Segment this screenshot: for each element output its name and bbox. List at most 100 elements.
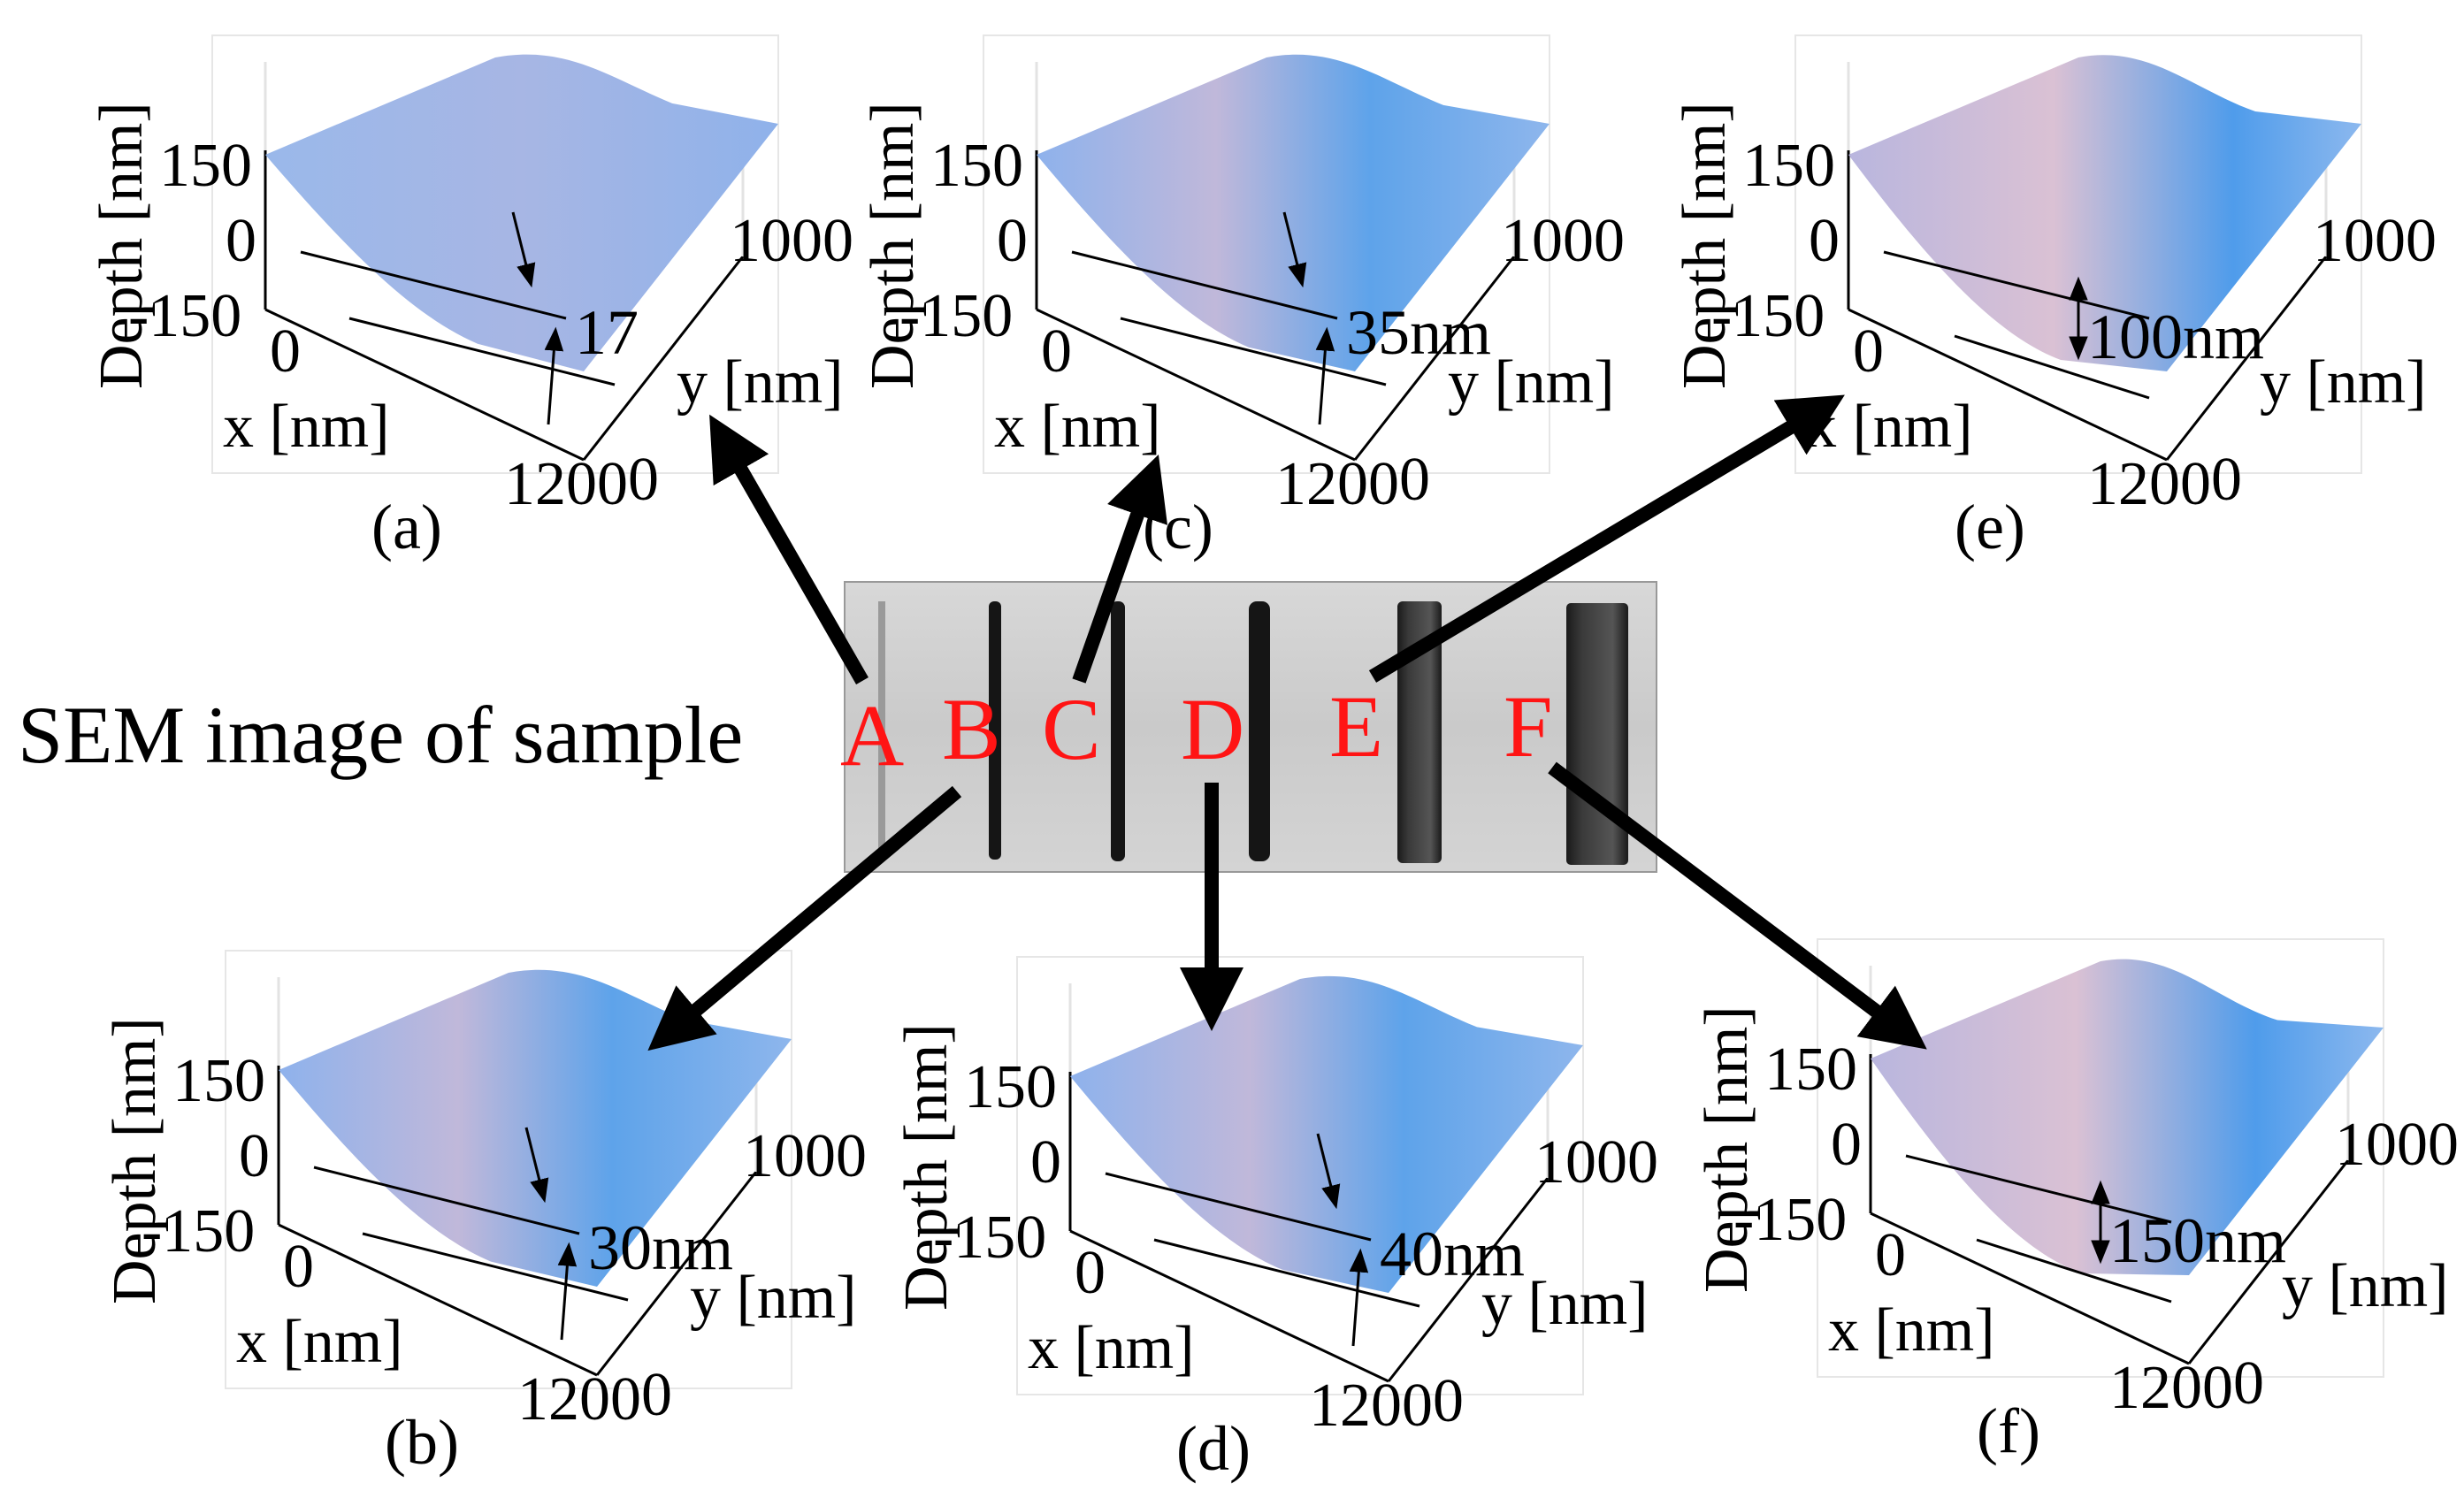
depth-marker <box>300 211 616 425</box>
surface-mesh <box>1037 54 1550 371</box>
sem-label-f: F <box>1504 677 1553 776</box>
panel-caption-f: (f) <box>1977 1395 2040 1466</box>
sem-image: SEM image of sample A B C D E F <box>18 581 1657 873</box>
z-tick-neg150: -150 <box>142 1197 255 1265</box>
z-tick-0: 0 <box>1831 1111 1862 1179</box>
depth-label: 40nm <box>1380 1219 1525 1289</box>
z-tick-0: 0 <box>1809 207 1840 275</box>
depth-marker <box>313 1127 629 1341</box>
panel-caption-d: (d) <box>1176 1413 1251 1484</box>
z-tick-0: 0 <box>226 207 256 275</box>
y-axis-label: y [nm] <box>690 1264 857 1332</box>
x-tick-1200: 1200 <box>1275 450 1399 518</box>
z-axis-label: Depth [nm] <box>892 1023 960 1311</box>
z-tick-neg150: -150 <box>1733 1186 1847 1254</box>
depth-label: 30nm <box>588 1212 733 1283</box>
x-tick-0: 0 <box>270 317 301 386</box>
depth-label: 150nm <box>2109 1205 2286 1276</box>
z-tick-150: 150 <box>1764 1036 1857 1104</box>
x-tick-1200: 1200 <box>517 1365 641 1433</box>
y-tick-1000: 1000 <box>1501 207 1625 275</box>
x-axis-label: x [nm] <box>1828 1296 1995 1365</box>
y-tick-0: 0 <box>2211 446 2242 514</box>
sem-caption: SEM image of sample <box>18 690 743 780</box>
sem-label-b: B <box>942 680 1001 778</box>
sem-label-e: E <box>1329 677 1383 776</box>
x-axis-label: x [nm] <box>1806 393 1973 461</box>
depth-marker <box>1905 1154 2172 1303</box>
surface-mesh <box>1070 975 1583 1293</box>
z-tick-150: 150 <box>159 132 252 200</box>
x-tick-1200: 1200 <box>2087 450 2211 518</box>
y-tick-1000: 1000 <box>2335 1111 2459 1179</box>
y-axis-label: y [nm] <box>2282 1252 2449 1320</box>
sem-slot-a <box>878 601 885 858</box>
z-tick-0: 0 <box>239 1122 270 1190</box>
z-axis-label: Depth [nm] <box>859 102 927 389</box>
z-tick-neg150: -150 <box>128 282 241 350</box>
z-tick-0: 0 <box>1030 1128 1061 1196</box>
y-tick-1000: 1000 <box>730 207 853 275</box>
z-tick-150: 150 <box>930 132 1023 200</box>
z-axis-label: Depth [nm] <box>88 102 156 389</box>
x-tick-0: 0 <box>1075 1239 1106 1307</box>
x-tick-1200: 1200 <box>2109 1354 2233 1422</box>
sem-slot-e <box>1397 601 1442 863</box>
y-tick-0: 0 <box>641 1361 672 1429</box>
x-tick-1200: 1200 <box>504 450 628 518</box>
y-tick-0: 0 <box>1433 1367 1464 1435</box>
panel-caption-c: (c) <box>1143 492 1213 562</box>
depth-label: 35nm <box>1346 297 1491 368</box>
z-tick-0: 0 <box>997 207 1028 275</box>
sem-slot-b <box>989 601 1001 860</box>
x-tick-0: 0 <box>1041 317 1072 386</box>
arrow-b <box>647 785 962 1051</box>
x-tick-0: 0 <box>283 1233 314 1301</box>
y-tick-0: 0 <box>628 446 659 514</box>
arrow-a <box>709 414 869 684</box>
z-tick-neg150: -150 <box>1711 282 1825 350</box>
sem-slot-d <box>1249 601 1270 861</box>
arrow-c <box>1072 455 1168 684</box>
connector-arrows <box>647 394 1927 1051</box>
y-tick-0: 0 <box>2233 1349 2264 1418</box>
depth-label: 17 <box>575 297 639 368</box>
z-tick-neg150: -150 <box>899 282 1013 350</box>
y-tick-0: 0 <box>1399 446 1430 514</box>
panel-caption-e: (e) <box>1955 492 2025 562</box>
sem-slot-f <box>1566 603 1628 865</box>
x-axis-label: x [nm] <box>994 393 1161 461</box>
x-tick-1200: 1200 <box>1309 1372 1433 1440</box>
depth-marker <box>1883 250 2150 400</box>
x-axis-label: x [nm] <box>236 1308 403 1376</box>
y-axis-label: y [nm] <box>1448 348 1615 417</box>
surface-mesh <box>265 54 778 371</box>
depth-marker <box>1071 211 1387 425</box>
z-tick-150: 150 <box>1742 132 1835 200</box>
panel-caption-a: (a) <box>371 492 442 562</box>
arrow-f <box>1548 761 1927 1050</box>
y-axis-label: y [nm] <box>677 348 844 417</box>
z-axis-label: Depth [nm] <box>1693 1005 1761 1293</box>
y-axis-label: y [nm] <box>1481 1270 1649 1338</box>
sem-label-a: A <box>840 686 904 784</box>
y-tick-1000: 1000 <box>2313 207 2437 275</box>
surface-mesh <box>1848 55 2361 371</box>
sem-label-c: C <box>1042 680 1101 778</box>
sem-label-d: D <box>1181 680 1244 778</box>
surface-mesh <box>1871 959 2384 1275</box>
z-axis-label: Depth [nm] <box>101 1017 169 1304</box>
arrow-e <box>1368 394 1845 683</box>
y-tick-1000: 1000 <box>1534 1128 1658 1196</box>
depth-marker <box>1105 1133 1420 1347</box>
y-tick-1000: 1000 <box>743 1122 867 1190</box>
panel-caption-b: (b) <box>385 1407 459 1478</box>
y-axis-label: y [nm] <box>2260 348 2427 417</box>
